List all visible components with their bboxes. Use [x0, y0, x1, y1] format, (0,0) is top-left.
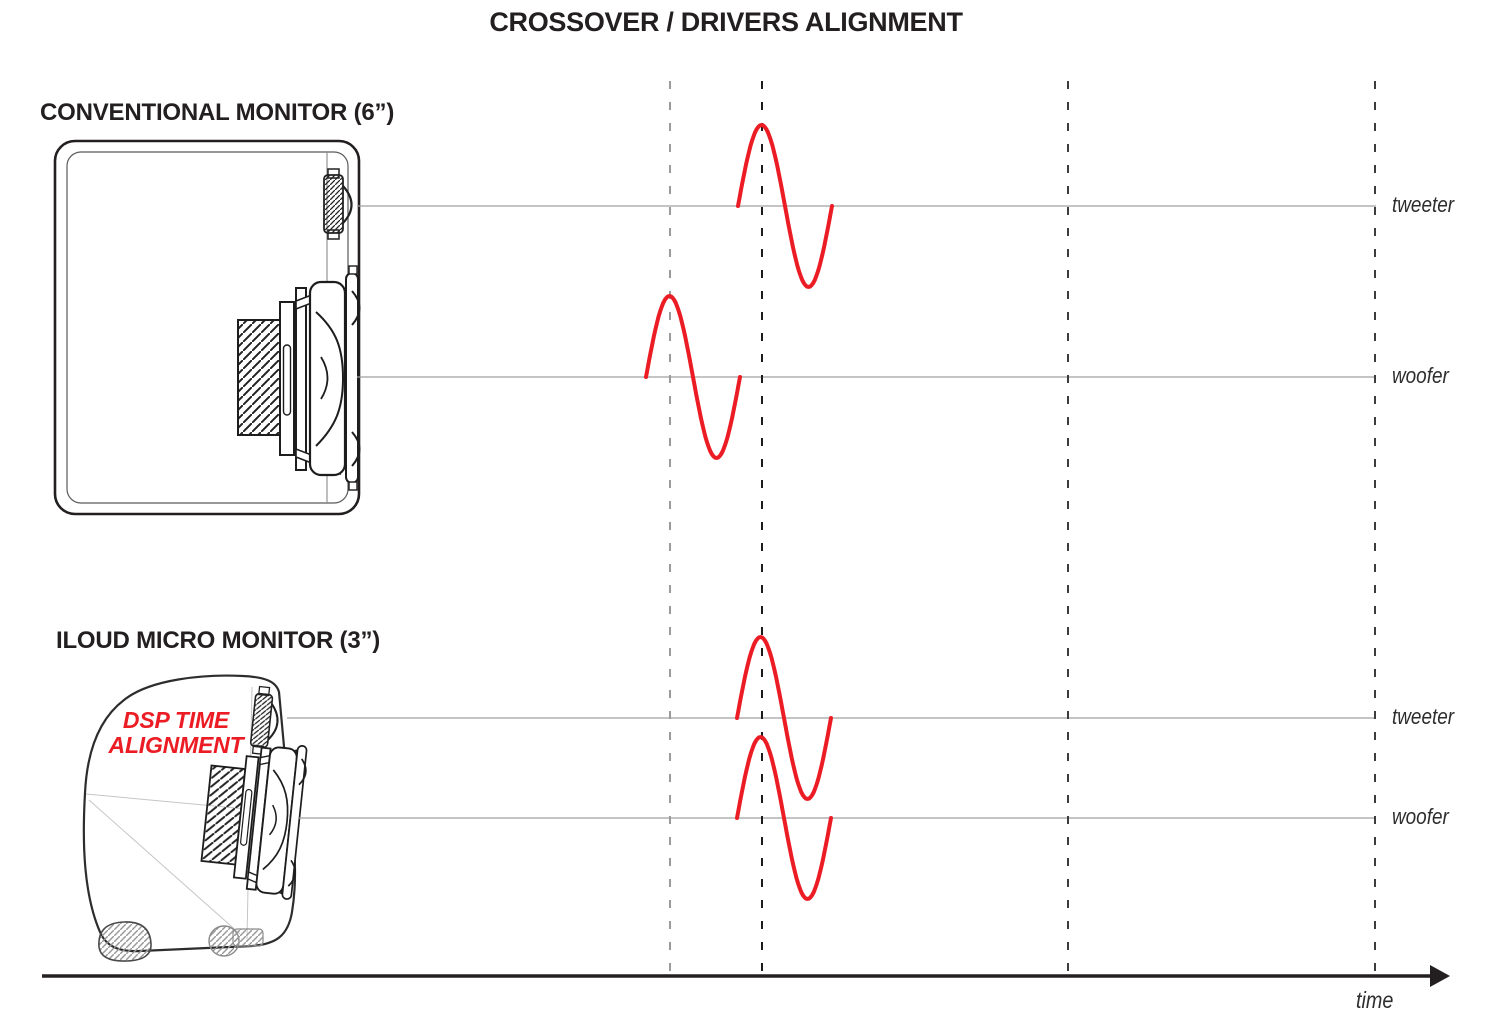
wave-iloud-woofer [735, 734, 833, 902]
time-axis-arrowhead [1430, 965, 1450, 987]
conventional-monitor-illustration [53, 139, 361, 516]
dsp-annotation-line-1: DSP TIME [122, 707, 230, 733]
signal-label-conventional-woofer: woofer [1392, 363, 1449, 388]
wave-conventional-woofer [644, 293, 742, 461]
diagram-title: CROSSOVER / DRIVERS ALIGNMENT [489, 7, 963, 37]
iloud-monitor-illustration [82, 674, 308, 962]
iloud-tweeter-drawing [249, 685, 279, 755]
signal-label-conventional-tweeter: tweeter [1392, 192, 1455, 217]
iloud-woofer-drawing [200, 745, 308, 900]
wave-conventional-tweeter [736, 122, 834, 290]
dynamic-diagram-layer [42, 81, 1450, 987]
section-label-conventional-monitor: CONVENTIONAL MONITOR (6”) [40, 99, 395, 126]
signal-label-iloud-tweeter: tweeter [1392, 704, 1455, 729]
conventional-tweeter-drawing [323, 168, 353, 240]
iloud-foot-left [98, 921, 152, 962]
signal-label-iloud-woofer: woofer [1392, 804, 1449, 829]
time-axis-label: time [1356, 987, 1394, 1013]
dsp-time-alignment-annotation: DSP TIME ALIGNMENT [97, 707, 255, 759]
wave-iloud-tweeter [735, 634, 833, 802]
section-label-iloud-monitor: ILOUD MICRO MONITOR (3”) [56, 627, 381, 654]
conventional-woofer-drawing [237, 265, 361, 491]
dsp-annotation-line-2: ALIGNMENT [108, 732, 244, 759]
